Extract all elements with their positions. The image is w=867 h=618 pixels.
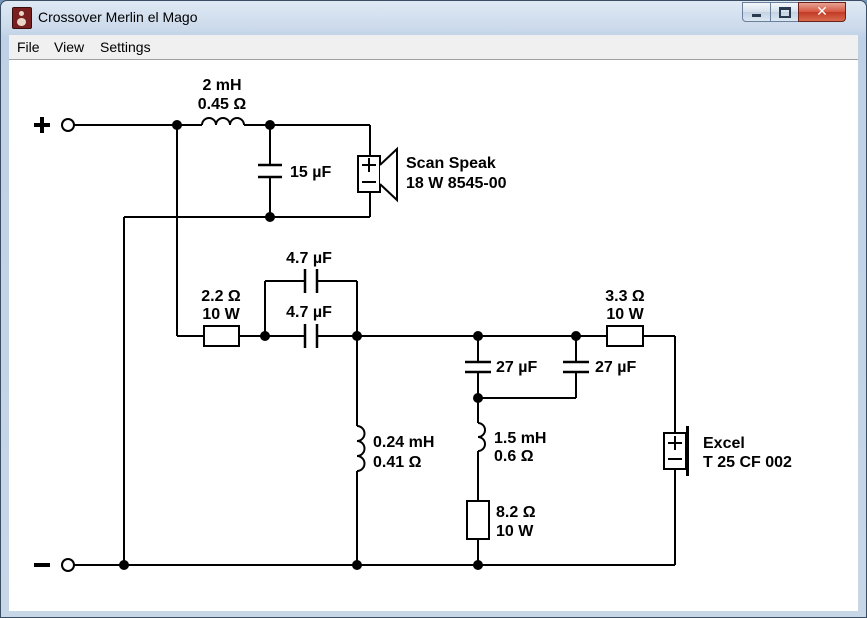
junction-dots [119, 120, 581, 570]
terminal-minus[interactable] [34, 558, 75, 572]
inductor-15mh-icon [477, 422, 486, 452]
close-button[interactable]: ✕ [798, 2, 846, 22]
label-47uf-bottom: 4.7 µF [286, 304, 332, 321]
label-27uf-b: 27 µF [595, 359, 636, 376]
label-22ohm: 2.2 Ω [201, 288, 241, 305]
wires [74, 124, 676, 566]
label-024mh: 0.24 mH [373, 434, 434, 451]
minimize-icon [752, 13, 761, 17]
label-47uf-top: 4.7 µF [286, 250, 332, 267]
menu-view[interactable]: View [54, 39, 85, 55]
capacitor-47uf-bottom-icon [303, 324, 319, 348]
capacitor-47uf-top-icon [303, 269, 319, 293]
capacitor-27uf-a-icon [465, 360, 491, 374]
label-06ohm: 0.6 Ω [494, 448, 534, 465]
crossover-schematic: 2 mH 0.45 Ω 15 µF Scan Speak 18 W 8545-0… [34, 77, 792, 572]
label-tweeter-model: T 25 CF 002 [703, 454, 792, 471]
inductor-024mh-icon [356, 425, 366, 472]
label-excel: Excel [703, 435, 745, 452]
speaker-app-icon [12, 7, 32, 29]
resistor-82-icon [466, 500, 490, 540]
minimize-button[interactable] [742, 2, 771, 22]
menu-file[interactable]: File [17, 39, 40, 55]
maximize-icon [778, 6, 791, 18]
capacitor-27uf-b-icon [563, 360, 589, 374]
tweeter-speaker-icon [663, 426, 689, 476]
maximize-button[interactable] [770, 2, 799, 22]
label-15mh: 1.5 mH [494, 430, 546, 447]
label-22-10w: 10 W [202, 306, 240, 323]
schematic-canvas: 2 mH 0.45 Ω 15 µF Scan Speak 18 W 8545-0… [9, 59, 858, 611]
title-bar[interactable]: Crossover Merlin el Mago ✕ [1, 1, 866, 34]
label-82-10w: 10 W [496, 523, 534, 540]
close-icon: ✕ [816, 4, 828, 20]
label-27uf-a: 27 µF [496, 359, 537, 376]
terminal-plus[interactable] [34, 117, 75, 133]
resistor-22-icon [203, 325, 240, 347]
window-title: Crossover Merlin el Mago [38, 9, 198, 25]
capacitor-15uf-icon [258, 163, 282, 179]
menu-bar: File View Settings [9, 35, 858, 60]
menu-settings[interactable]: Settings [100, 39, 151, 55]
label-woofer-model: 18 W 8545-00 [406, 175, 507, 192]
label-scan-speak: Scan Speak [406, 155, 496, 172]
resistor-33-icon [606, 325, 644, 347]
label-041ohm: 0.41 Ω [373, 454, 422, 471]
label-82ohm: 8.2 Ω [496, 504, 536, 521]
inductor-2mh-icon [201, 117, 245, 126]
label-33-10w: 10 W [606, 306, 644, 323]
label-15uf: 15 µF [290, 164, 331, 181]
label-2mh: 2 mH [202, 77, 241, 94]
label-045ohm: 0.45 Ω [198, 96, 247, 113]
label-33ohm: 3.3 Ω [605, 288, 645, 305]
woofer-speaker-icon [357, 146, 398, 203]
